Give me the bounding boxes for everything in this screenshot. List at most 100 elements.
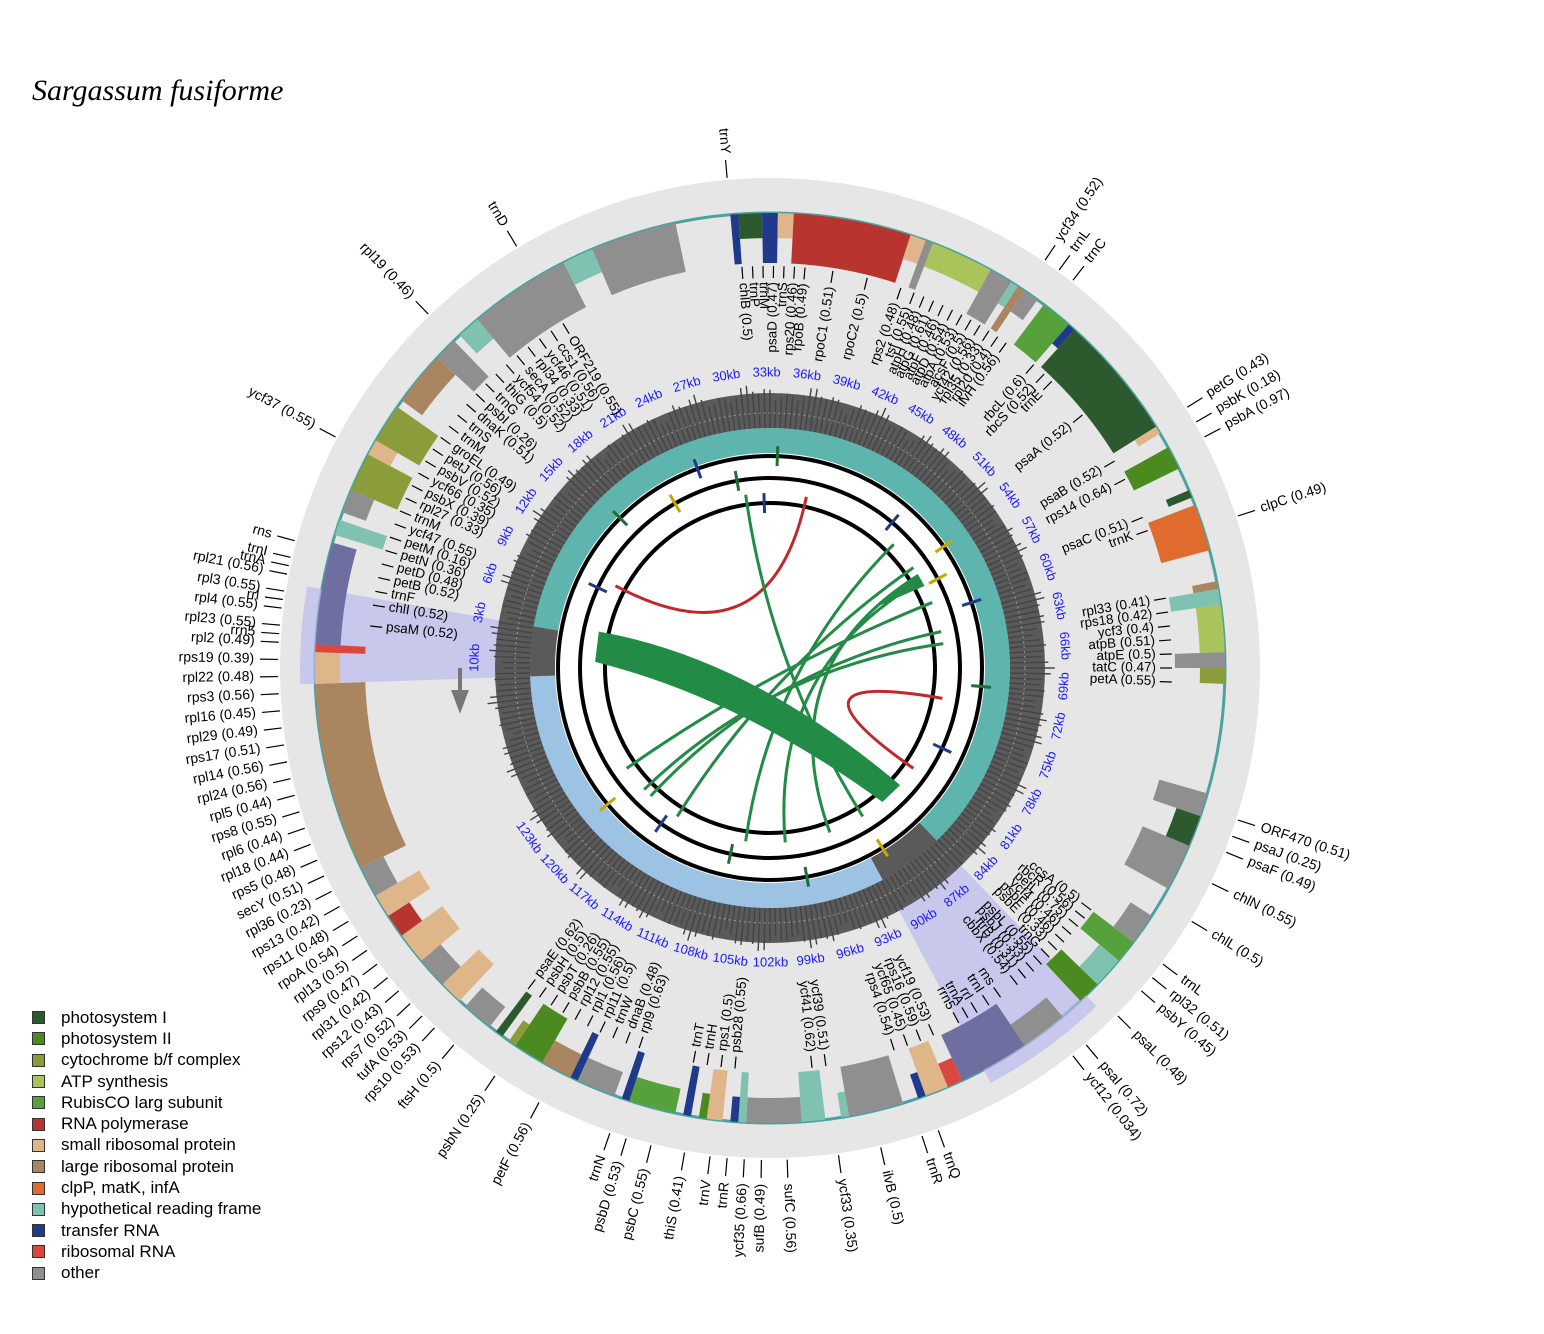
gc-bar	[799, 906, 806, 942]
label-leader	[277, 794, 295, 801]
gc-bar	[489, 649, 531, 654]
gene-label: psaD (0.47)	[764, 282, 780, 353]
label-leader	[1042, 380, 1053, 391]
gene-label: trnD	[485, 198, 512, 229]
gene-label: atpB (0.51)	[1088, 633, 1156, 653]
label-leader	[485, 383, 495, 393]
legend-label: RNA polymerase	[61, 1114, 189, 1134]
legend-item: hypothetical reading frame	[32, 1199, 261, 1220]
gc-bar	[853, 892, 866, 924]
gc-bar	[910, 861, 933, 892]
label-leader	[1131, 516, 1143, 523]
gc-bar	[506, 722, 537, 731]
gc-bar	[527, 769, 554, 783]
legend-label: cytochrome b/f complex	[61, 1050, 241, 1070]
gc-bar	[554, 503, 580, 524]
gc-bar	[678, 406, 692, 442]
gene-block	[730, 214, 742, 265]
repeat-ring	[603, 501, 937, 835]
gc-bar	[521, 764, 552, 779]
gc-bar	[607, 444, 630, 475]
gene-block	[315, 542, 357, 646]
gc-bar	[889, 431, 908, 461]
repeat-mark	[803, 866, 811, 887]
label-leader	[375, 590, 388, 595]
gc-bar	[996, 746, 1025, 758]
label-leader	[389, 536, 402, 542]
label-leader	[408, 1015, 423, 1030]
gene-label: ilvB (0.5)	[880, 1169, 908, 1226]
label-leader	[562, 1001, 570, 1013]
gc-bar	[495, 702, 533, 710]
label-leader	[734, 1056, 737, 1069]
gc-bar	[575, 842, 607, 875]
label-leader	[396, 1003, 411, 1017]
gene-label: rps19 (0.39)	[178, 648, 254, 665]
gc-bar	[493, 655, 531, 659]
label-leader	[970, 1001, 978, 1013]
repeat-link	[675, 566, 915, 818]
label-leader	[1136, 529, 1148, 536]
gc-bar	[1006, 620, 1045, 629]
gc-bar	[944, 831, 968, 854]
repeat-link	[744, 543, 895, 842]
gc-bar	[789, 907, 794, 937]
label-leader	[889, 1038, 895, 1051]
gc-bar	[536, 800, 571, 824]
label-leader	[880, 1147, 886, 1166]
label-leader	[1081, 902, 1092, 911]
gc-bar	[735, 397, 741, 430]
label-leader	[1151, 977, 1167, 990]
repeat-mark	[775, 446, 780, 467]
label-leader	[378, 576, 391, 581]
gc-bar	[889, 875, 906, 903]
repeat-mark	[928, 572, 948, 585]
label-leader	[448, 425, 459, 434]
label-leader	[516, 355, 526, 366]
gc-bar	[550, 508, 577, 528]
gene-block	[315, 682, 406, 868]
label-leader	[441, 1044, 455, 1060]
label-leader	[612, 1026, 619, 1039]
gene-label: trnH	[701, 1023, 720, 1051]
gc-bar	[926, 461, 949, 487]
legend-swatch	[32, 1032, 45, 1046]
legend-item: transfer RNA	[32, 1220, 261, 1241]
label-leader	[990, 336, 999, 347]
gene-label: rns	[251, 520, 274, 540]
gc-bar	[1000, 591, 1042, 605]
gc-bar	[1009, 650, 1045, 654]
gc-bar	[974, 791, 1007, 812]
label-leader	[1232, 835, 1250, 843]
label-leader	[638, 1036, 644, 1049]
gc-bar	[701, 900, 711, 933]
kb-tick-label: 72kb	[1048, 711, 1068, 742]
repeat-mark	[588, 582, 608, 594]
label-leader	[440, 436, 451, 445]
gene-label: psbN (0.25)	[433, 1091, 487, 1161]
gene-block	[902, 235, 926, 264]
gc-bar	[622, 424, 647, 464]
gene-block	[361, 856, 398, 896]
legend-label: photosystem II	[61, 1028, 172, 1048]
label-leader	[1061, 925, 1072, 935]
gc-bar	[613, 442, 634, 472]
gc-bar	[490, 626, 533, 634]
gc-bar	[876, 425, 892, 454]
gene-block	[515, 1003, 568, 1063]
gc-bar	[668, 890, 683, 925]
legend-swatch	[32, 1202, 45, 1216]
gc-bar	[1007, 702, 1036, 708]
gene-label: trnM	[757, 282, 772, 309]
gc-bar	[751, 907, 756, 944]
gc-bar	[504, 741, 542, 755]
repeat-mark	[932, 742, 952, 754]
gene-block	[421, 944, 461, 985]
gc-bar	[1008, 692, 1043, 698]
label-leader	[928, 300, 935, 312]
gene-block	[342, 490, 375, 521]
gc-bar	[819, 399, 828, 434]
gc-bar	[1009, 672, 1051, 675]
gene-block	[542, 1040, 582, 1077]
gc-bar	[857, 890, 872, 923]
